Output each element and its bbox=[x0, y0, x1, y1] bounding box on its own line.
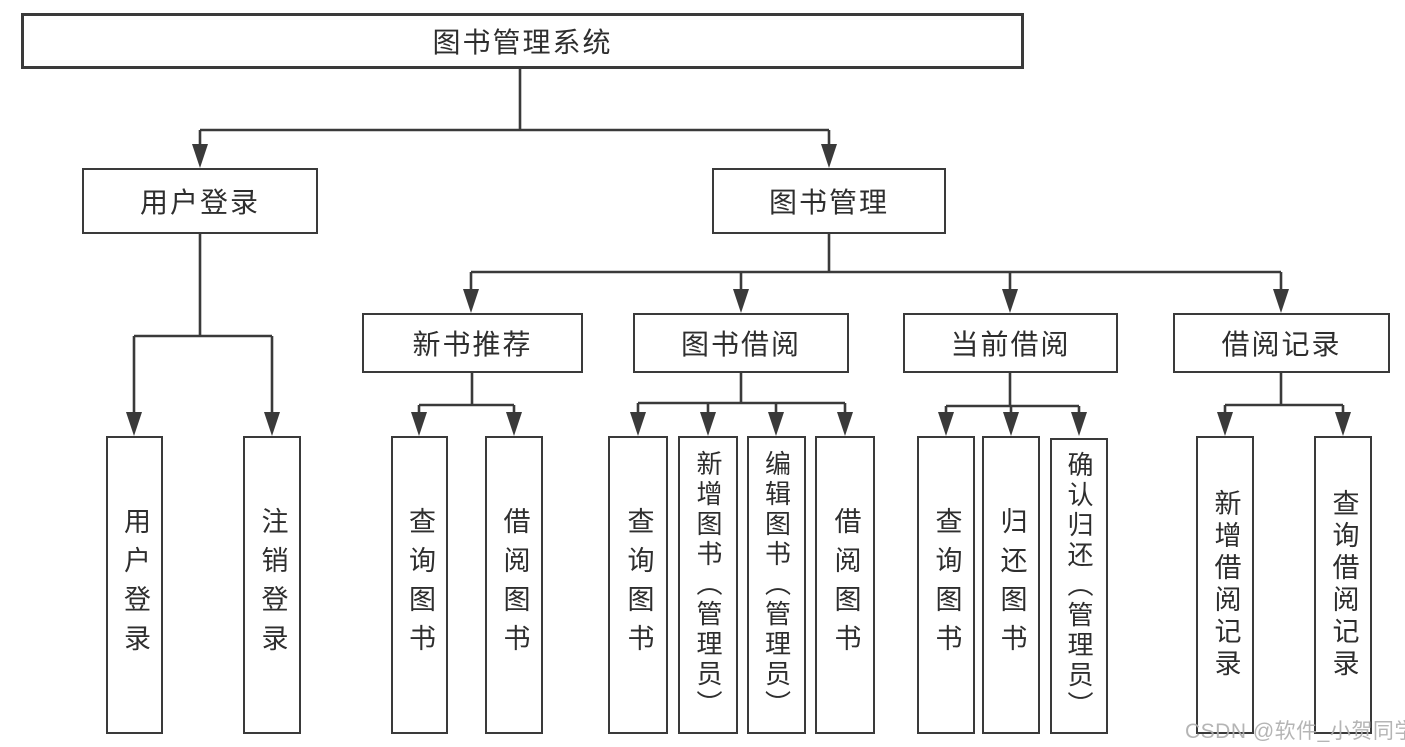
node-label: 图书管理 bbox=[768, 187, 889, 218]
node-edit-book-admin: 编辑图书（管理员） bbox=[747, 436, 806, 734]
node-label: 借阅图书 bbox=[499, 507, 530, 663]
node-borrow-books-1: 借阅图书 bbox=[485, 436, 543, 734]
node-query-books-1: 查询图书 bbox=[391, 436, 448, 734]
node-book-management: 图书管理 bbox=[712, 168, 946, 234]
node-add-book-admin: 新增图书（管理员） bbox=[678, 436, 738, 734]
node-label: 确认归还（管理员） bbox=[1064, 451, 1094, 721]
node-label: 查询图书 bbox=[405, 507, 435, 663]
node-logout: 注销登录 bbox=[243, 436, 301, 734]
node-return-books: 归还图书 bbox=[982, 436, 1040, 734]
node-borrowing-records: 借阅记录 bbox=[1173, 313, 1390, 373]
node-user-login: 用户登录 bbox=[106, 436, 163, 734]
node-book-borrowing: 图书借阅 bbox=[633, 313, 849, 373]
node-label: 新增借阅记录 bbox=[1210, 489, 1241, 681]
node-label: 查询借阅记录 bbox=[1328, 489, 1359, 681]
node-borrow-books-2: 借阅图书 bbox=[815, 436, 875, 734]
node-query-borrow-record: 查询借阅记录 bbox=[1314, 436, 1372, 734]
node-label: 借阅图书 bbox=[830, 507, 861, 663]
node-add-borrow-record: 新增借阅记录 bbox=[1196, 436, 1254, 734]
node-label: 图书管理系统 bbox=[432, 27, 613, 58]
node-label: 当前借阅 bbox=[950, 329, 1071, 360]
node-new-book-recommend: 新书推荐 bbox=[362, 313, 583, 373]
node-label: 图书借阅 bbox=[680, 329, 801, 360]
node-label: 用户登录 bbox=[120, 507, 150, 663]
node-query-books-2: 查询图书 bbox=[608, 436, 668, 734]
node-label: 编辑图书（管理员） bbox=[761, 450, 792, 720]
node-label: 注销登录 bbox=[257, 507, 288, 663]
watermark-text: CSDN @软件_小贺同学 bbox=[1185, 720, 1405, 743]
node-label: 借阅记录 bbox=[1221, 329, 1342, 360]
node-label: 归还图书 bbox=[996, 507, 1027, 663]
node-label: 新书推荐 bbox=[412, 329, 533, 360]
node-current-borrowing: 当前借阅 bbox=[903, 313, 1118, 373]
node-confirm-return-admin: 确认归还（管理员） bbox=[1050, 438, 1108, 734]
node-label: 用户登录 bbox=[139, 187, 260, 218]
node-label: 查询图书 bbox=[623, 507, 654, 663]
node-user-login-group: 用户登录 bbox=[82, 168, 318, 234]
node-label: 新增图书（管理员） bbox=[693, 450, 723, 720]
node-query-books-3: 查询图书 bbox=[917, 436, 975, 734]
node-label: 查询图书 bbox=[931, 507, 962, 663]
node-library-system: 图书管理系统 bbox=[21, 13, 1024, 69]
